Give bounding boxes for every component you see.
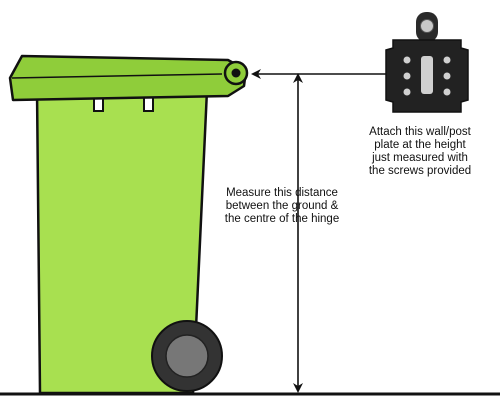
measure-instruction-text: Measure this distance between the ground… <box>212 187 352 226</box>
wheelie-bin <box>8 54 249 395</box>
plate-instruction-line: Attach this wall/post <box>369 126 471 138</box>
plate-instruction-line: just measured with <box>372 152 468 164</box>
plate-loop-hole <box>420 19 434 33</box>
plate-screw-hole <box>403 88 411 96</box>
plate-screw-hole <box>403 56 411 64</box>
measure-instruction-line: between the ground & <box>225 200 339 212</box>
plate-instruction-line: plate at the height <box>374 139 466 151</box>
plate-screw-hole <box>443 56 451 64</box>
plate-screw-hole <box>403 72 411 80</box>
lid-ridge <box>11 73 223 79</box>
hinge-centre <box>231 68 241 78</box>
measure-instruction-line: the centre of the hinge <box>224 213 340 225</box>
plate-instruction-line: the screws provided <box>368 165 472 177</box>
plate-instruction-text: Attach this wall/post plate at the heigh… <box>355 126 485 178</box>
plate-slot <box>421 56 433 94</box>
wall-plate-icon <box>385 12 469 113</box>
bin-lid <box>8 54 248 102</box>
plate-screw-hole <box>443 88 451 96</box>
plate-screw-hole <box>443 72 451 80</box>
bin-wheel-hub <box>165 334 209 378</box>
measure-instruction-line: Measure this distance <box>226 187 338 199</box>
